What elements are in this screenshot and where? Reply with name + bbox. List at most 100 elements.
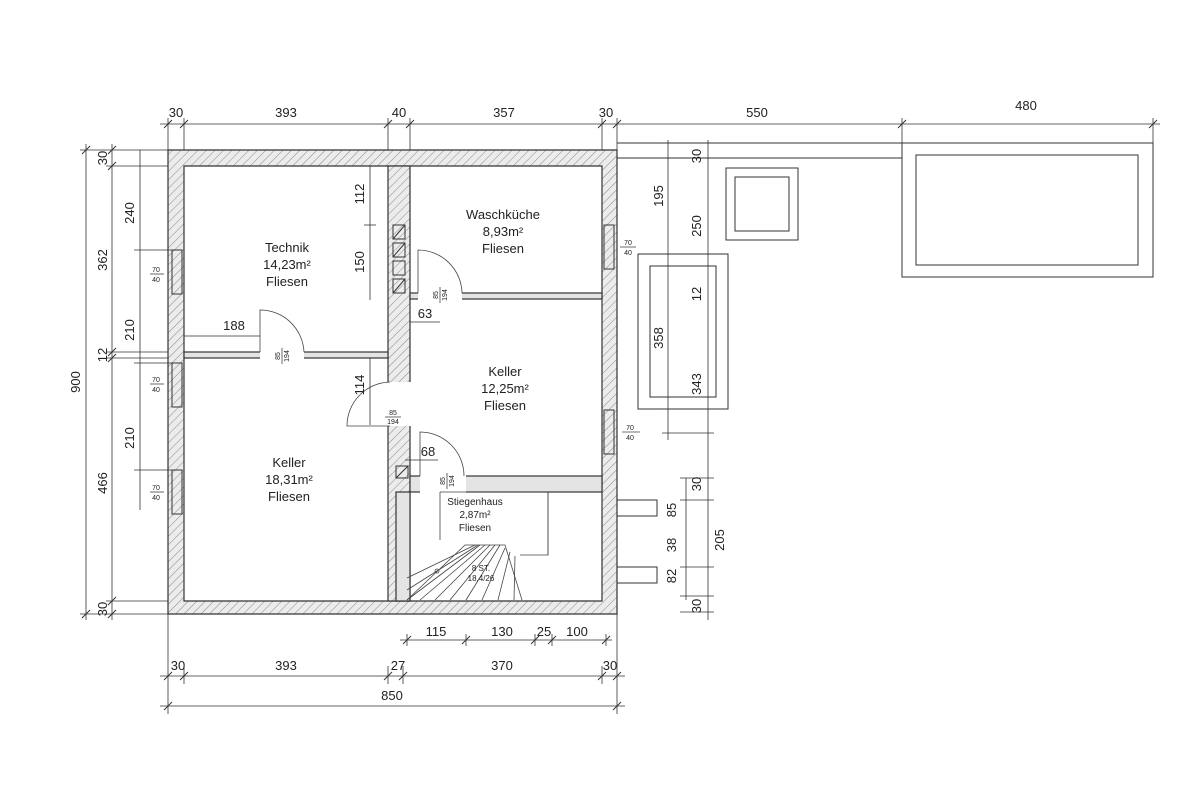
room-label-technik: Technik 14,23m² Fliesen: [263, 240, 311, 289]
dim-text: 30: [689, 149, 704, 163]
room-area: 8,93m²: [483, 224, 524, 239]
door-label: 85 194: [440, 473, 456, 489]
door-height: 194: [387, 419, 399, 426]
dim-text: 210: [122, 319, 137, 341]
door-keller-right: [419, 431, 465, 477]
dim-text: 357: [493, 105, 515, 120]
bottom-dimensions: 115 130 25 100 30 393 27 370 30 850: [171, 624, 617, 703]
door-width: 85: [275, 352, 282, 360]
right-dimensions: 30 195 250 12 358 343 30 85 38 82 205 30: [651, 149, 727, 613]
dim-text: 25: [537, 624, 551, 639]
dim-text: 30: [95, 151, 110, 165]
window-label: 70 40: [150, 377, 164, 394]
dim-text: 188: [223, 318, 245, 333]
door-swings: [259, 249, 465, 477]
interior-dimensions: 112 150 188 63 114 68: [223, 184, 435, 459]
dim-text: 358: [651, 327, 666, 349]
dimension-lines: [80, 118, 1160, 714]
window-width: 70: [152, 485, 160, 492]
room-area: 2,87m²: [459, 510, 491, 521]
dim-text: 68: [421, 444, 435, 459]
dim-text: 195: [651, 185, 666, 207]
dim-text: 100: [566, 624, 588, 639]
dim-text: 210: [122, 427, 137, 449]
dim-text: 550: [746, 105, 768, 120]
dim-text: 900: [68, 371, 83, 393]
staircase: [406, 491, 549, 601]
room-finish: Fliesen: [268, 489, 310, 504]
dim-text: 466: [95, 472, 110, 494]
door-height: 194: [449, 475, 456, 487]
door-height: 194: [284, 350, 291, 362]
dim-text: 115: [426, 624, 447, 639]
shafts: [392, 224, 409, 479]
stair-rise-run: 18,4/26: [468, 574, 495, 583]
dim-text: 30: [689, 477, 704, 491]
room-name: Waschküche: [466, 207, 540, 222]
dim-text: 370: [491, 658, 513, 673]
room-name: Keller: [272, 455, 306, 470]
dim-text: 240: [122, 202, 137, 224]
dim-text: 362: [95, 249, 110, 271]
exterior: [616, 142, 1154, 584]
window-label: 70 40: [622, 425, 640, 442]
door-width: 85: [389, 410, 397, 417]
dim-text: 30: [171, 658, 185, 673]
dim-text: 850: [381, 688, 403, 703]
room-area: 18,31m²: [265, 472, 313, 487]
windows: [171, 224, 615, 515]
room-name: Technik: [265, 240, 310, 255]
dim-text: 27: [391, 658, 405, 673]
dim-text: 30: [689, 599, 704, 613]
room-label-stiegenhaus: Stiegenhaus 2,87m² Fliesen: [447, 497, 503, 534]
stair-steps: 8 ST.: [472, 564, 490, 573]
room-label-keller-right: Keller 12,25m² Fliesen: [481, 364, 529, 413]
interior-wall-right-top: [409, 292, 603, 300]
door-label: 85 194: [433, 287, 449, 303]
window-width: 70: [152, 267, 160, 274]
dim-text: 30: [603, 658, 617, 673]
door-labels: 85 194 85 194 85 194 85 194: [275, 287, 456, 489]
door-height: 194: [442, 289, 449, 301]
dim-text: 114: [352, 375, 367, 396]
dim-text: 12: [689, 287, 704, 301]
window-height: 40: [152, 277, 160, 284]
dim-text: 130: [491, 624, 513, 639]
left-dimensions: 900 30 362 12 466 30 240 210 210: [68, 151, 137, 616]
room-label-waschkueche: Waschküche 8,93m² Fliesen: [466, 207, 540, 256]
dim-text: 85: [664, 503, 679, 517]
window-label: 70 40: [150, 267, 164, 284]
dim-text: 38: [664, 538, 679, 552]
dim-text: 12: [95, 348, 110, 362]
dim-text: 393: [275, 658, 297, 673]
door-technik: [259, 309, 305, 353]
dim-text: 393: [275, 105, 297, 120]
dim-text: 480: [1015, 98, 1037, 113]
stair-wall: [395, 491, 411, 602]
window-labels: 70 40 70 40 70 40 70 40 70 40: [150, 240, 640, 502]
dim-text: 82: [664, 569, 679, 583]
room-label-keller-left: Keller 18,31m² Fliesen: [265, 455, 313, 504]
dim-text: 63: [418, 306, 432, 321]
room-name: Keller: [488, 364, 522, 379]
stair-label: 8 ST. 18,4/26: [468, 564, 495, 583]
dim-text: 250: [689, 215, 704, 237]
dim-text: 205: [712, 529, 727, 551]
door-waschkueche: [417, 249, 463, 294]
dim-text: 150: [352, 251, 367, 273]
dim-text: 343: [689, 373, 704, 395]
window-height: 40: [152, 387, 160, 394]
window-label: 70 40: [150, 485, 164, 502]
window-width: 70: [626, 425, 634, 432]
window-width: 70: [152, 377, 160, 384]
door-width: 85: [440, 477, 447, 485]
window-height: 40: [624, 250, 632, 257]
room-finish: Fliesen: [482, 241, 524, 256]
door-label: 85 194: [385, 410, 401, 426]
room-area: 12,25m²: [481, 381, 529, 396]
door-width: 85: [433, 291, 440, 299]
window-height: 40: [626, 435, 634, 442]
room-finish: Fliesen: [459, 523, 491, 534]
dim-text: 112: [352, 184, 367, 205]
